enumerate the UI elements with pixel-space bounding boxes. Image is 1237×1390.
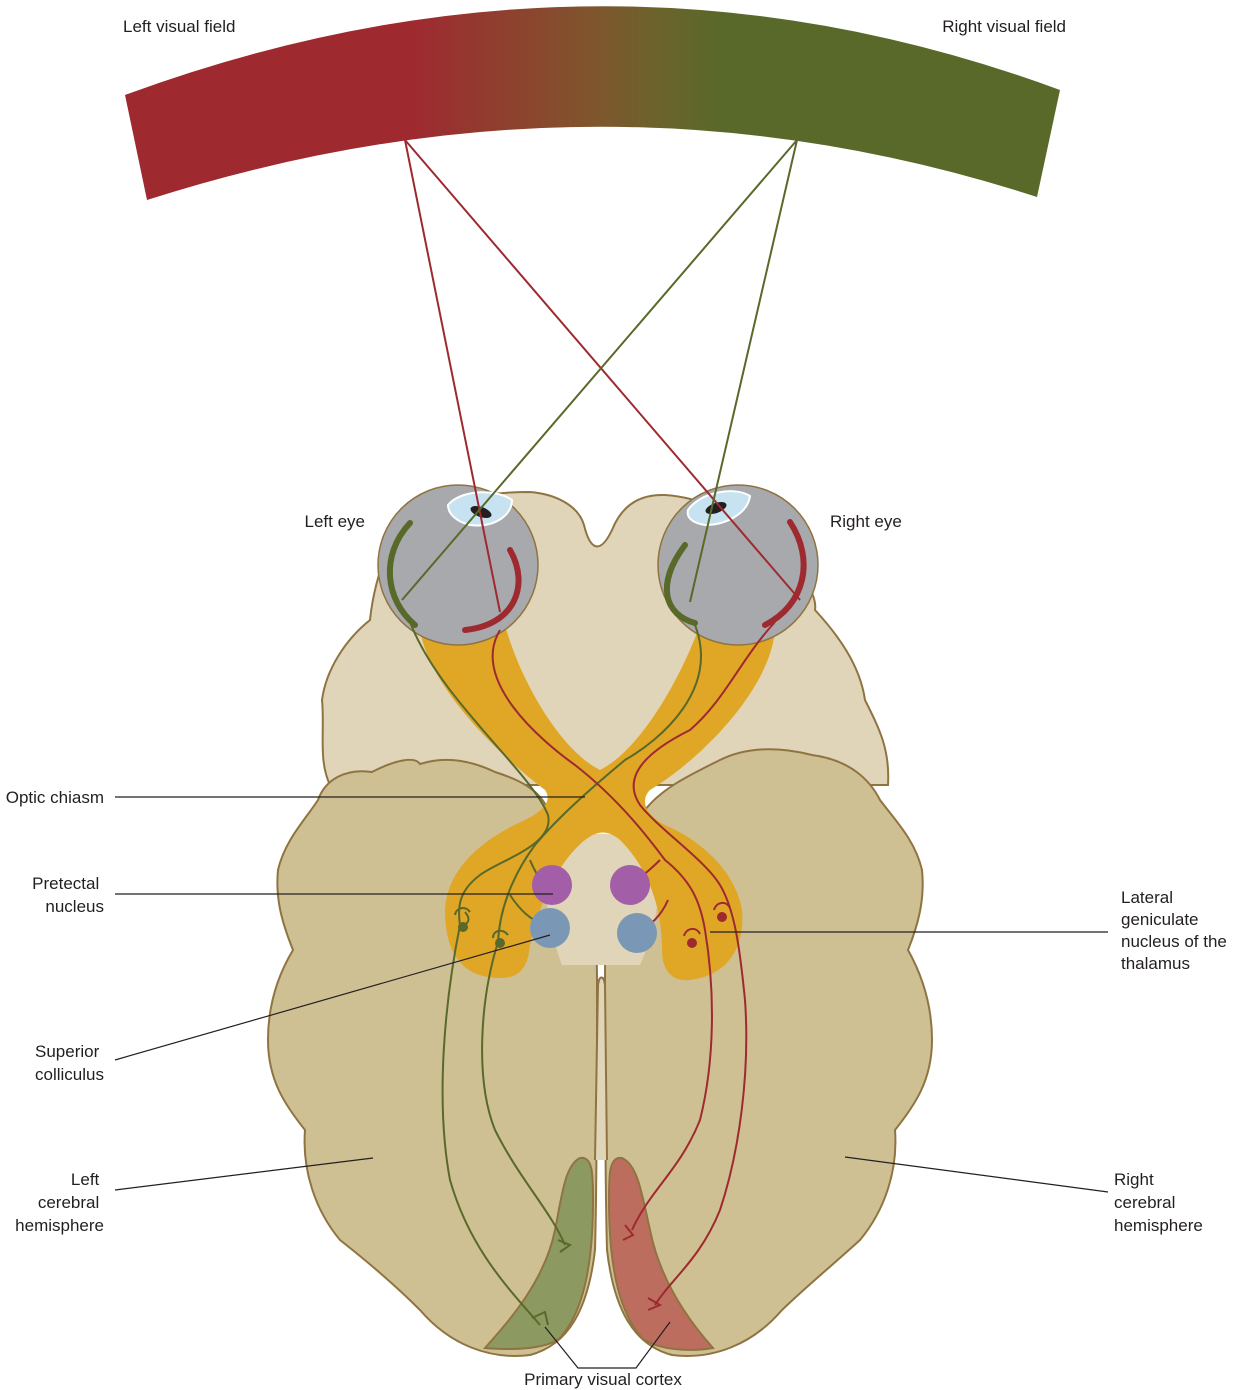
pretectal-nucleus-left — [532, 865, 572, 905]
synapse-red-lgn-2 — [687, 938, 697, 948]
left-eye — [378, 485, 538, 645]
label-right-visual-field: Right visual field — [942, 17, 1066, 36]
label-right-eye: Right eye — [830, 512, 902, 531]
label-primary-visual-cortex: Primary visual cortex — [524, 1370, 682, 1389]
visual-field-band — [125, 6, 1060, 200]
synapse-green-lgn-1 — [458, 922, 468, 932]
right-eye — [658, 485, 818, 645]
synapse-red-lgn-1 — [717, 912, 727, 922]
label-pretectal-nucleus: Pretectal nucleus — [32, 874, 104, 916]
label-left-eye: Left eye — [305, 512, 366, 531]
superior-colliculus-left — [530, 908, 570, 948]
label-lateral-geniculate: Lateral geniculate nucleus of the thalam… — [1121, 888, 1232, 973]
label-left-cerebral-hemisphere: Left cerebral hemisphere — [15, 1170, 104, 1235]
label-right-cerebral-hemisphere: Right cerebral hemisphere — [1114, 1170, 1203, 1235]
superior-colliculus-right — [617, 913, 657, 953]
longitudinal-fissure — [595, 978, 607, 1161]
pretectal-nucleus-right — [610, 865, 650, 905]
label-left-visual-field: Left visual field — [123, 17, 235, 36]
label-optic-chiasm: Optic chiasm — [6, 788, 104, 807]
label-superior-colliculus: Superior colliculus — [35, 1042, 104, 1084]
synapse-green-lgn-2 — [495, 938, 505, 948]
